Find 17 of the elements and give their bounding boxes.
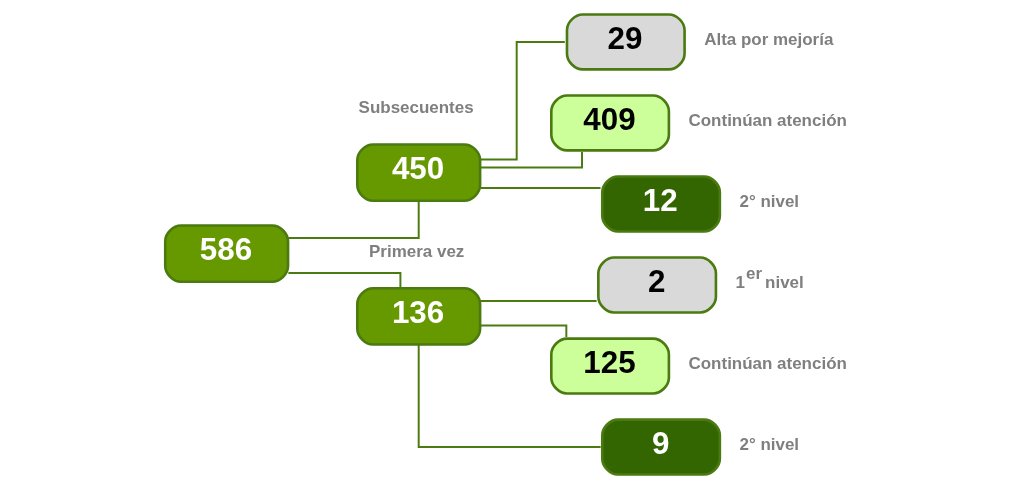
node-label: 2° nivel: [739, 435, 800, 455]
connector: [417, 343, 602, 448]
connector: [287, 200, 420, 239]
node-label: Primera vez: [369, 241, 465, 261]
connector: [479, 324, 568, 338]
node-label: Alta por mejoría: [704, 30, 834, 50]
node-label: Subsecuentes: [358, 98, 474, 118]
node-label: Continúan atención: [688, 354, 847, 374]
connector: [479, 187, 602, 189]
node-box: 586: [163, 224, 290, 284]
node-label: 2° nivel: [739, 192, 800, 212]
connector: [479, 41, 566, 161]
connector: [479, 300, 598, 302]
node-box: 450: [356, 143, 482, 203]
connector: [287, 271, 402, 290]
node-label: Continúan atención: [688, 111, 847, 131]
node-box: 136: [356, 286, 482, 346]
